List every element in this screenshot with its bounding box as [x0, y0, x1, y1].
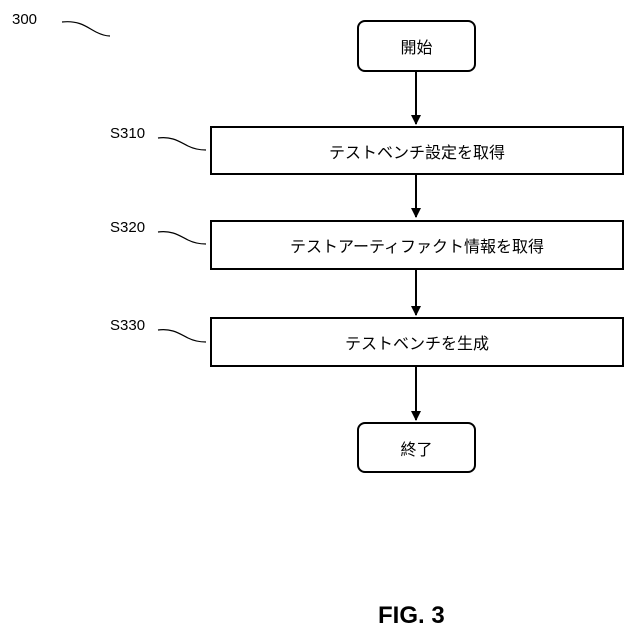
reference-leader-300: [62, 22, 110, 36]
process-step-s330: テストベンチを生成: [210, 317, 624, 367]
end-label: 終了: [400, 436, 432, 460]
end-node: 終了: [357, 422, 476, 473]
reference-number: 300: [12, 11, 37, 29]
step-leader-s330: [158, 330, 206, 342]
process-step-label: テストベンチを生成: [345, 330, 489, 354]
start-label: 開始: [400, 34, 432, 58]
step-id-s330: S330: [110, 317, 145, 335]
start-node: 開始: [357, 20, 476, 72]
process-step-s320: テストアーティファクト情報を取得: [210, 220, 624, 270]
figure-label: FIG. 3: [378, 602, 445, 630]
step-leader-s310: [158, 138, 206, 150]
process-step-s310: テストベンチ設定を取得: [210, 126, 624, 175]
process-step-label: テストベンチ設定を取得: [329, 139, 505, 163]
process-step-label: テストアーティファクト情報を取得: [290, 233, 544, 257]
step-id-s320: S320: [110, 219, 145, 237]
step-id-s310: S310: [110, 125, 145, 143]
step-leader-s320: [158, 232, 206, 244]
